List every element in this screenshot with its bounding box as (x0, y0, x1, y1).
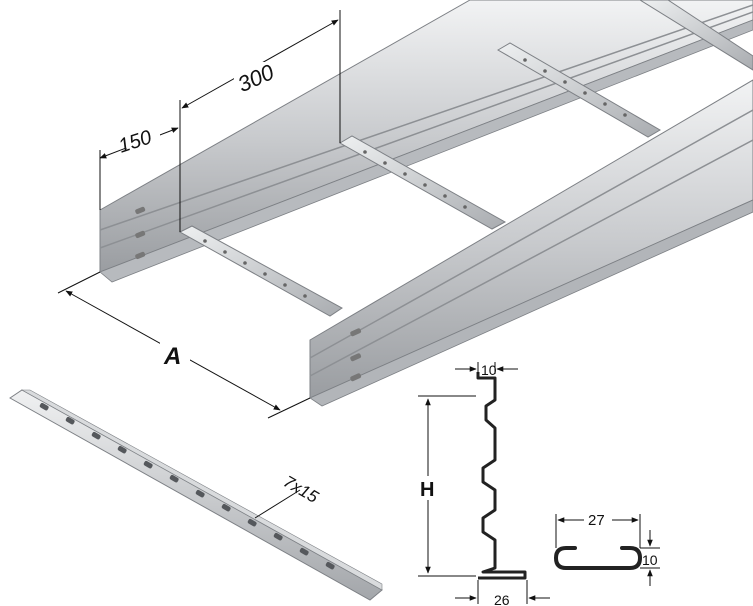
label-rung-height: 10 (642, 552, 658, 568)
rung-1 (178, 225, 343, 317)
label-A: A (163, 343, 181, 370)
label-base: 26 (494, 592, 510, 606)
strip-slots (39, 403, 335, 570)
label-rung-width: 27 (588, 512, 605, 529)
cable-ladder (99, 0, 753, 407)
rung-profile-section: 27 10 (553, 510, 660, 586)
rung-strip: 7x15 (9, 389, 383, 601)
rung-4 (639, 0, 753, 71)
label-slot: 7x15 (280, 472, 322, 507)
label-flange: 10 (481, 362, 497, 378)
dimension-A: A (57, 271, 311, 419)
rung-3 (497, 42, 661, 138)
side-rail-back (99, 0, 753, 283)
side-profile-section: 10 H 26 (418, 362, 550, 606)
side-rail-front (309, 79, 753, 407)
label-H: H (420, 479, 434, 501)
dimension-150: 150 (99, 100, 181, 232)
